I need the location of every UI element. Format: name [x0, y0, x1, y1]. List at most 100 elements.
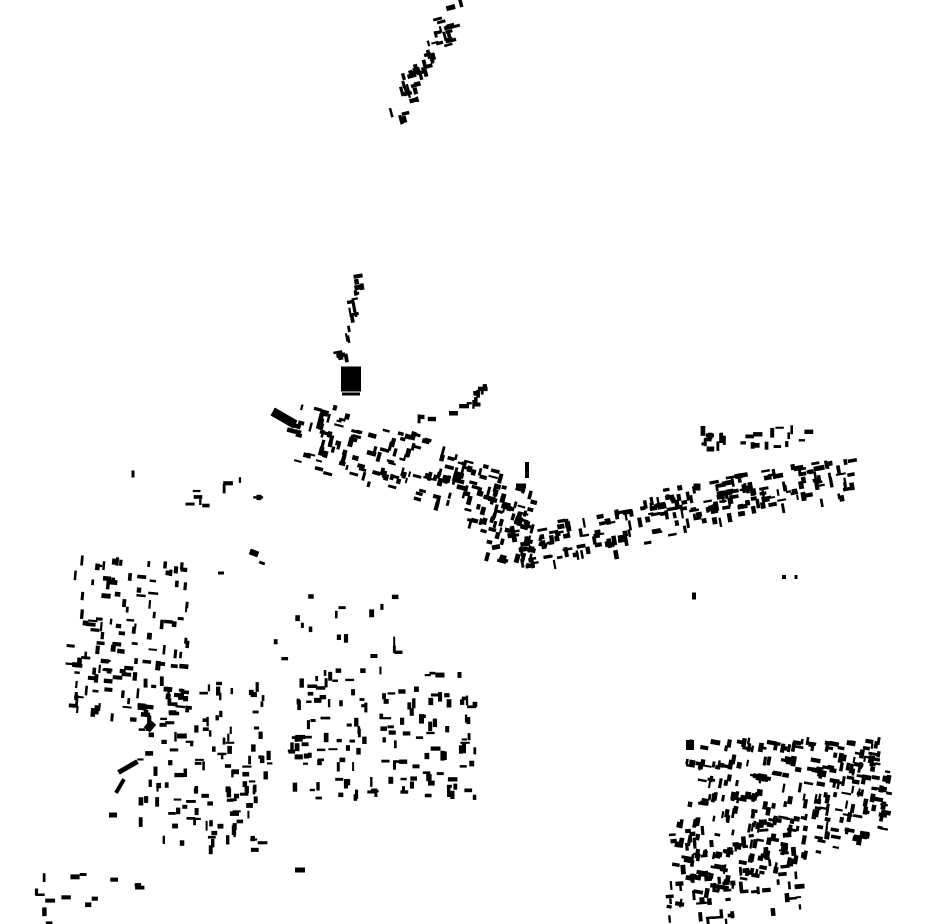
building [353, 278, 360, 285]
building [502, 501, 512, 507]
building [459, 404, 469, 409]
building [211, 839, 215, 848]
building [725, 475, 736, 480]
building [790, 759, 797, 767]
building [399, 86, 405, 97]
building [371, 469, 381, 476]
building [721, 480, 733, 487]
building [295, 734, 306, 740]
building [74, 671, 80, 675]
building [361, 704, 367, 708]
building [543, 554, 552, 560]
building [168, 812, 176, 815]
building [106, 668, 112, 674]
building [627, 529, 632, 538]
building [323, 732, 329, 743]
building [184, 606, 188, 613]
building [744, 791, 752, 797]
building [488, 526, 497, 533]
building [471, 484, 480, 491]
building [451, 471, 459, 483]
building [219, 710, 223, 718]
building [772, 817, 782, 824]
building [730, 880, 736, 886]
building [148, 591, 159, 596]
building [699, 744, 709, 751]
building [164, 782, 169, 788]
building [171, 621, 177, 628]
building [642, 499, 648, 510]
building [703, 887, 710, 899]
building [830, 834, 841, 840]
building [784, 756, 792, 762]
building [470, 469, 477, 476]
building [644, 516, 651, 523]
building [387, 692, 396, 695]
building [328, 748, 338, 751]
building [796, 494, 799, 501]
building [395, 478, 402, 485]
building [762, 800, 769, 810]
building [501, 485, 508, 490]
building [719, 433, 723, 443]
building [676, 493, 682, 502]
building [438, 692, 443, 702]
building [772, 770, 783, 777]
building [798, 904, 802, 910]
building [405, 449, 411, 458]
building [527, 490, 533, 500]
building [808, 468, 815, 475]
building [453, 783, 458, 790]
building [718, 762, 725, 768]
building [762, 756, 768, 766]
building [326, 430, 333, 439]
building [316, 782, 320, 791]
building [172, 823, 178, 829]
building [759, 501, 766, 510]
building [447, 777, 458, 782]
building [763, 821, 771, 826]
building [649, 502, 654, 511]
building [858, 749, 865, 759]
building [232, 769, 239, 775]
building [548, 529, 559, 535]
building [835, 472, 846, 476]
building [179, 663, 189, 670]
building [362, 736, 367, 744]
building [407, 471, 412, 478]
building [432, 474, 438, 482]
building [711, 761, 716, 768]
building [482, 463, 490, 470]
building [155, 797, 160, 807]
building [750, 822, 755, 832]
building [149, 579, 157, 583]
building [464, 788, 473, 793]
building [94, 705, 100, 715]
building [300, 622, 304, 628]
building [580, 549, 585, 559]
building [723, 888, 732, 892]
building [98, 664, 102, 674]
building [422, 771, 431, 774]
building [871, 775, 881, 781]
building [412, 473, 422, 479]
building [382, 428, 390, 433]
building [161, 739, 167, 744]
building [594, 542, 603, 548]
building [539, 534, 545, 540]
building [401, 110, 410, 117]
building [852, 756, 856, 764]
building [823, 791, 828, 798]
building [802, 492, 814, 499]
building [786, 827, 797, 833]
building [691, 890, 696, 901]
building [688, 834, 693, 843]
building [444, 464, 455, 471]
building [613, 549, 620, 560]
building [380, 726, 387, 731]
building [879, 827, 889, 831]
building [308, 594, 314, 599]
building [700, 426, 706, 436]
building [715, 484, 719, 492]
building [173, 566, 179, 574]
